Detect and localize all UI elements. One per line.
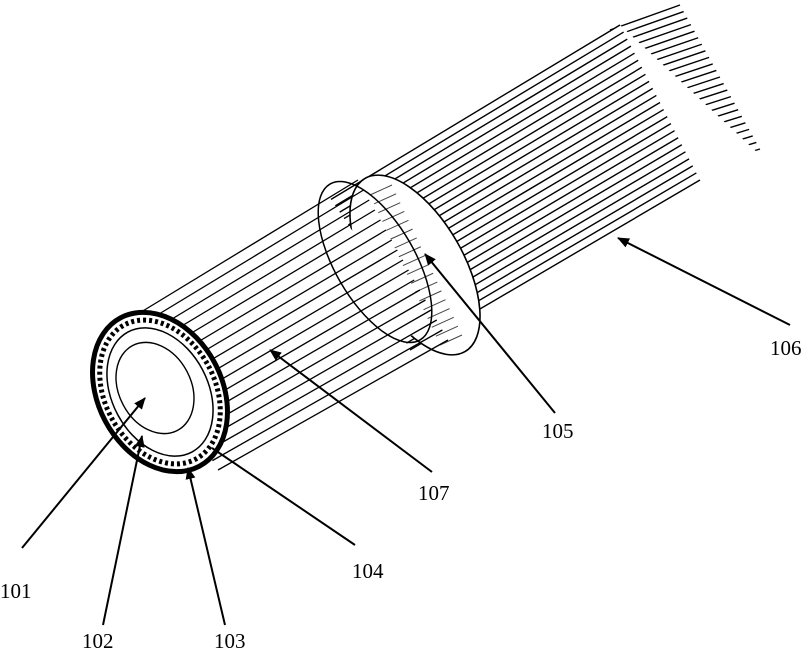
leader-101 — [22, 398, 145, 548]
leader-106 — [618, 238, 790, 325]
label-104: 104 — [352, 559, 384, 583]
label-102: 102 — [82, 629, 114, 653]
label-101: 101 — [0, 579, 32, 603]
label-103: 103 — [214, 629, 246, 653]
label-105: 105 — [542, 419, 574, 443]
label-106: 106 — [770, 336, 802, 360]
leader-104 — [212, 448, 355, 545]
leader-103 — [188, 468, 225, 625]
label-107: 107 — [418, 481, 450, 505]
leader-102 — [103, 436, 142, 625]
